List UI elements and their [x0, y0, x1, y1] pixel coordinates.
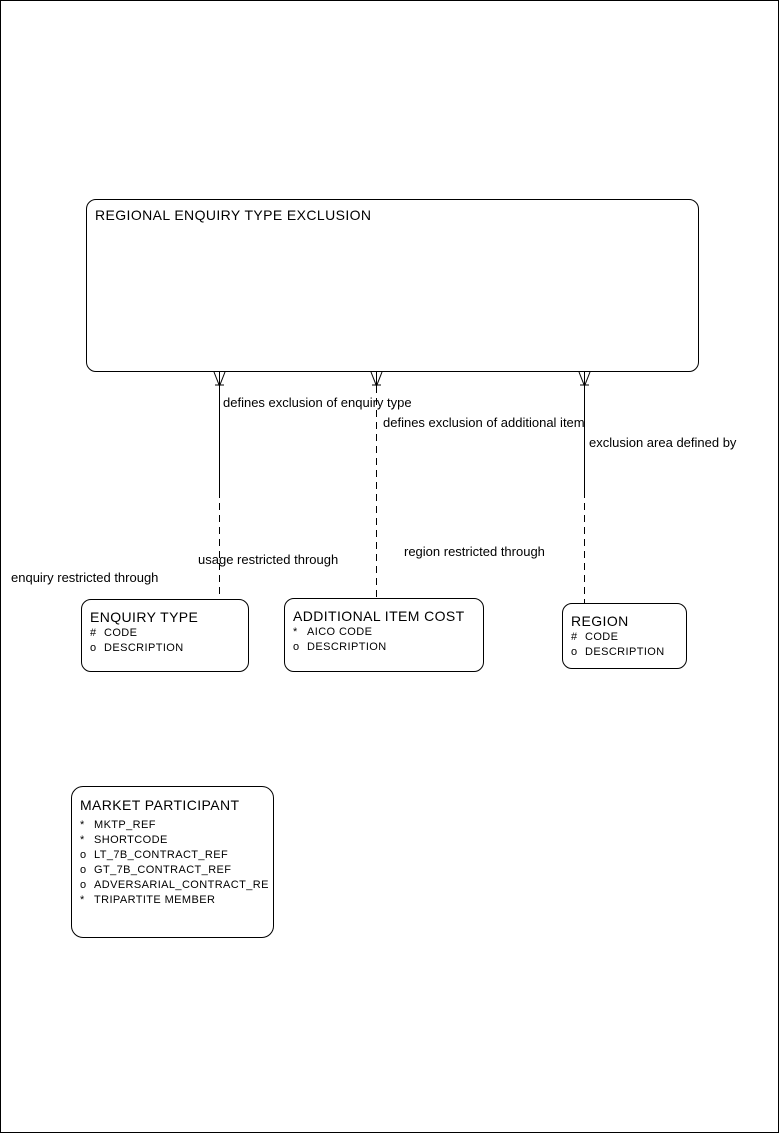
attribute-row: o ADVERSARIAL_CONTRACT_RE	[80, 878, 273, 893]
attribute-row: * TRIPARTITE MEMBER	[80, 893, 273, 908]
entity-title: ADDITIONAL ITEM COST	[293, 608, 465, 624]
attr-marker: *	[80, 894, 85, 906]
entity-additional-item-cost[interactable]: ADDITIONAL ITEM COST * AICO CODE o DESCRIP…	[284, 598, 484, 672]
attr-marker: o	[90, 642, 97, 654]
entity-enquiry-type[interactable]: ENQUIRY TYPE # CODE o DESCRIPTION	[81, 599, 249, 672]
attribute-row: o DESCRIPTION	[293, 640, 483, 655]
attr-marker: o	[80, 849, 87, 861]
crows-foot-many-icon	[370, 371, 383, 387]
attr-name: LT_7B_CONTRACT_REF	[94, 849, 229, 861]
relationship-label-defines-exclusion-of-enquiry-type: defines exclusion of enquiry type	[223, 395, 412, 410]
relationship-line-enquiry-type[interactable]	[213, 371, 226, 599]
attr-marker: *	[80, 834, 85, 846]
attr-name: ADVERSARIAL_CONTRACT_RE	[94, 879, 269, 891]
entity-title: REGION	[571, 613, 629, 629]
attr-name: TRIPARTITE MEMBER	[94, 894, 216, 906]
attr-name: CODE	[585, 631, 619, 643]
attr-marker: o	[571, 646, 578, 658]
entity-title: MARKET PARTICIPANT	[80, 797, 240, 813]
attribute-row: * SHORTCODE	[80, 833, 273, 848]
attr-name: SHORTCODE	[94, 834, 168, 846]
attribute-row: # CODE	[571, 630, 686, 645]
attr-marker: #	[571, 631, 578, 643]
attr-marker: #	[90, 627, 97, 639]
relationship-label-enquiry-restricted-through: enquiry restricted through	[11, 570, 159, 585]
attr-name: AICO CODE	[307, 626, 373, 638]
entity-region[interactable]: REGION # CODE o DESCRIPTION	[562, 603, 687, 669]
attribute-row: o LT_7B_CONTRACT_REF	[80, 848, 273, 863]
relationship-line-region[interactable]	[578, 371, 591, 603]
relationship-label-exclusion-area-defined-by: exclusion area defined by	[589, 435, 737, 450]
attribute-row: o DESCRIPTION	[90, 641, 248, 656]
entity-title: ENQUIRY TYPE	[90, 609, 199, 625]
attr-name: DESCRIPTION	[104, 642, 184, 654]
attr-name: GT_7B_CONTRACT_REF	[94, 864, 232, 876]
attr-name: DESCRIPTION	[585, 646, 665, 658]
entity-market-participant[interactable]: MARKET PARTICIPANT *MKTP_REF *SHORTCODE …	[71, 786, 274, 938]
attr-name: DESCRIPTION	[307, 641, 387, 653]
attr-marker: *	[80, 819, 85, 831]
attribute-row: o GT_7B_CONTRACT_REF	[80, 863, 273, 878]
attribute-row: o DESCRIPTION	[571, 645, 686, 660]
attr-marker: o	[293, 641, 300, 653]
relationship-label-region-restricted-through: region restricted through	[404, 544, 545, 559]
attribute-row: # CODE	[90, 626, 248, 641]
attr-marker: o	[80, 864, 87, 876]
attr-marker: *	[293, 626, 298, 638]
relationship-label-defines-exclusion-of-additional-item: defines exclusion of additional item	[383, 415, 585, 430]
relationship-line-additional-item-cost[interactable]	[370, 371, 383, 598]
attr-name: CODE	[104, 627, 138, 639]
attribute-row: * MKTP_REF	[80, 818, 273, 833]
relationship-label-usage-restricted-through: usage restricted through	[198, 552, 339, 567]
entity-regional-enquiry-type-exclusion[interactable]: REGIONAL ENQUIRY TYPE EXCLUSION	[86, 199, 699, 372]
crows-foot-many-icon	[578, 371, 591, 387]
entity-title: REGIONAL ENQUIRY TYPE EXCLUSION	[95, 207, 372, 223]
attribute-row: * AICO CODE	[293, 625, 483, 640]
crows-foot-many-icon	[213, 371, 226, 387]
attr-name: MKTP_REF	[94, 819, 156, 831]
attr-marker: o	[80, 879, 87, 891]
